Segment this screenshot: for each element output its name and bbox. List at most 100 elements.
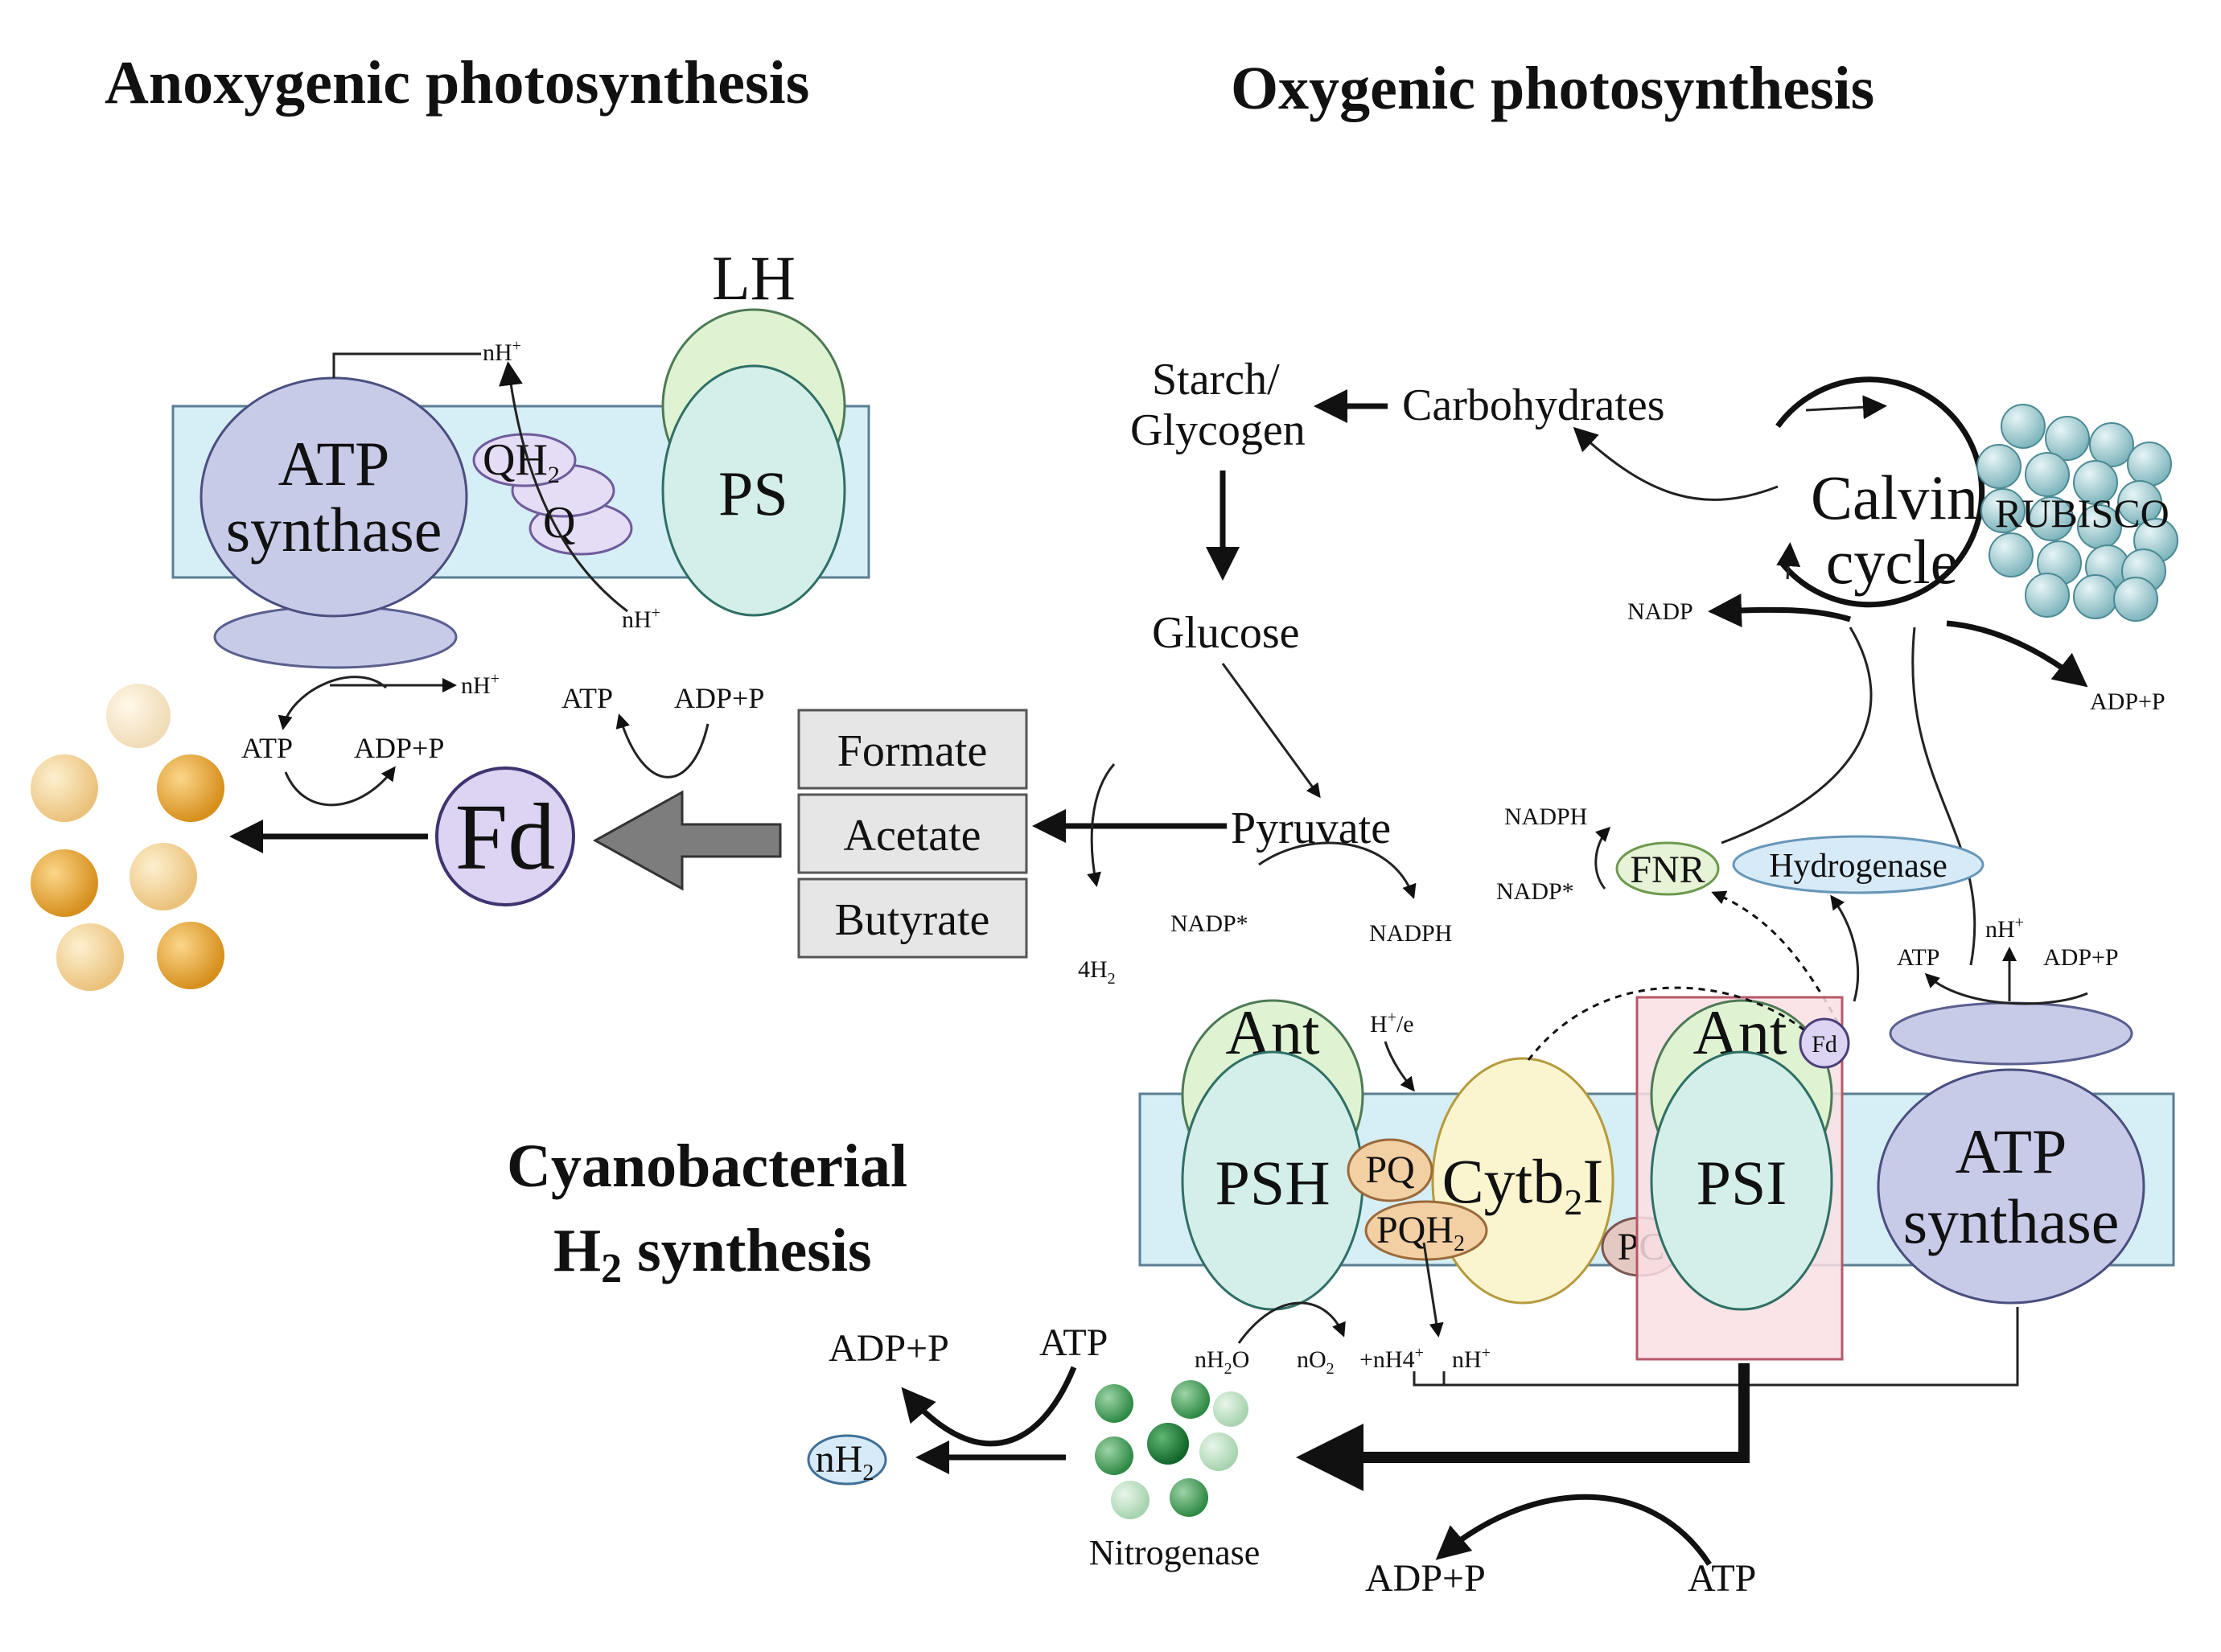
fnr-label: FNR: [1630, 849, 1705, 891]
ps-complex: [661, 364, 846, 617]
adp-bottom: ADP+P: [1365, 1557, 1486, 1600]
psi-label: PSI: [1697, 1148, 1787, 1218]
fd-small-circle: [1799, 1017, 1850, 1069]
nh-bottom: nH+: [622, 604, 660, 633]
sphere-3: [157, 754, 224, 822]
cyano-title-line2: H2 synthesis: [553, 1217, 872, 1292]
fnr-enzyme: [1615, 841, 1720, 896]
nh4-label: +nH4+: [1359, 1344, 1424, 1373]
cyano-title-line1: Cyanobacterial: [507, 1132, 907, 1200]
pqh2-proton-arrow: [1422, 1242, 1444, 1338]
atp-left-nitro: ATP: [1039, 1321, 1108, 1364]
atp-cycle-arrow-2: [284, 766, 396, 807]
formate-box: [797, 709, 1028, 790]
atp-synthase-cyano: [1877, 1068, 2145, 1305]
nh2o-label: nH2O: [1195, 1346, 1249, 1378]
adp-mid: ADP+P: [674, 682, 764, 714]
rubisco-label: RUBISCO: [1995, 491, 2170, 536]
he-label: H+/e: [1370, 1009, 1414, 1038]
q-label: Q: [543, 498, 575, 548]
psi-complex: [1650, 1050, 1833, 1311]
nitrogenase-atp-arrow: [901, 1366, 1077, 1447]
nitrogenase-cluster: [1095, 1380, 1248, 1519]
calvin-arrow-left: [1776, 542, 1801, 580]
calvin-to-nadp-arrow: [1708, 594, 1852, 627]
proton-line-top: [332, 352, 481, 378]
nh-plus-label: nH+: [1452, 1344, 1491, 1373]
fd-label: Fd: [455, 784, 556, 890]
no2-label: nO2: [1297, 1346, 1335, 1378]
pq-label: PQ: [1365, 1149, 1414, 1191]
fd-to-hydrogenase-arrow: [1830, 894, 1860, 1002]
hydrogenase-enzyme: [1732, 835, 1985, 894]
cyt-label: Cytb2I: [1442, 1146, 1604, 1223]
fnr-to-calvin-line: [1721, 627, 1873, 844]
nh2-bubble: [807, 1434, 887, 1486]
carbohydrates-label: Carbohydrates: [1402, 380, 1665, 430]
atp-left: ATP: [241, 732, 293, 764]
nadp-star-left: NADP*: [1170, 910, 1248, 937]
nadp-star-right: NADP*: [1496, 878, 1574, 905]
calvin-line2: cycle: [1826, 527, 1959, 597]
nh-right: nH+: [461, 670, 500, 699]
calvin-to-adp-arrow: [1946, 620, 2088, 688]
acid-acetate: Acetate: [844, 811, 981, 861]
rubisco-cluster: [1976, 404, 2178, 622]
nadp-top: NADP: [1627, 598, 1693, 625]
pyruvate-label: Pyruvate: [1231, 803, 1391, 853]
glucose-to-pyruvate-arrow: [1221, 663, 1321, 799]
atp-bottom-arrow: [1435, 1494, 1712, 1566]
h2-branch-arrow: [1087, 763, 1116, 887]
atp-synthase-cyano-line2: synthase: [1903, 1186, 2120, 1256]
proton-arrow-up: [499, 361, 628, 613]
atp-bottom: ATP: [1688, 1557, 1756, 1600]
calvin-line1: Calvin: [1811, 462, 1978, 532]
psh-label: PSH: [1215, 1148, 1330, 1218]
sphere-4: [31, 849, 98, 917]
adp-left: ADP+P: [354, 732, 444, 764]
atp-cycle-arrow-1: [278, 676, 387, 730]
big-grey-arrow: [592, 790, 782, 891]
sphere-5: [130, 843, 197, 910]
h2-label: 4H2: [1078, 956, 1116, 988]
cyt-to-fd-dotted-line: [1527, 986, 1804, 1061]
qh2-molecule: [472, 433, 577, 487]
fnr-nadp-arrow: [1594, 826, 1611, 890]
hydrogenase-label: Hydrogenase: [1769, 848, 1947, 885]
nadph-right: NADPH: [1504, 803, 1587, 830]
nadp-reduction-arrow: [1258, 841, 1417, 899]
atp-synthase-line2: synthase: [226, 495, 442, 565]
psi-to-nitrogenase-arrow: [1296, 1363, 1750, 1491]
glucose-label: Glucose: [1152, 608, 1300, 658]
nh2-label: nH2: [816, 1438, 874, 1486]
atp-right: ATP: [1897, 944, 1939, 971]
glycogen-label: Glycogen: [1130, 405, 1306, 455]
water-split-arrow: [1237, 1301, 1346, 1344]
proton-gradient-line: [1413, 1307, 2019, 1387]
acetate-box: [797, 793, 1028, 874]
starch-label: Starch/: [1152, 355, 1280, 405]
atp-synthase-line1: ATP: [278, 429, 390, 499]
ps-label: PS: [718, 458, 788, 528]
fd-circle: [435, 766, 575, 906]
nh-right-top: nH+: [1985, 914, 2024, 943]
nitrogenase-label: Nitrogenase: [1089, 1533, 1261, 1572]
atp-synthase-right-stalk: [1889, 1001, 2133, 1066]
atp-to-calvin-line: [1911, 627, 1976, 966]
butyrate-box: [797, 877, 1028, 959]
atp-synthase-cyano-line1: ATP: [1956, 1116, 2067, 1186]
sphere-7: [157, 922, 224, 989]
nadph-left: NADPH: [1369, 920, 1452, 947]
adp-right: ADP+P: [2043, 944, 2119, 971]
atp-mid-arrow: [615, 713, 709, 779]
he-arrow: [1384, 1041, 1415, 1092]
adp-left-nitro: ADP+P: [829, 1327, 949, 1370]
calvin-to-carb-arrow: [1573, 426, 1779, 501]
acid-butyrate: Butyrate: [835, 895, 990, 945]
nh-top: nH+: [483, 337, 521, 366]
oxygenic-title: Oxygenic photosynthesis: [1231, 55, 1874, 122]
pq-molecule: [1347, 1138, 1433, 1202]
sphere-2: [31, 754, 98, 822]
